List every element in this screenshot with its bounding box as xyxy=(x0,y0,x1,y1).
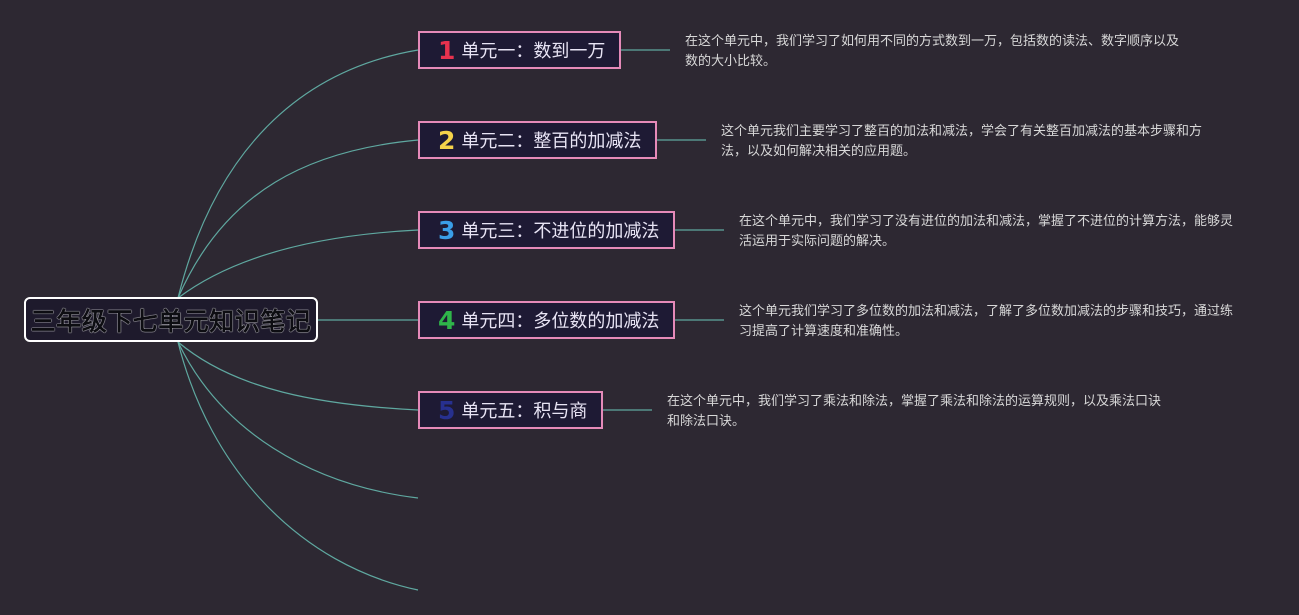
branch-line-7 xyxy=(177,341,419,591)
branch-line-1 xyxy=(177,49,419,299)
unit-node-1[interactable]: 1 单元一：数到一万 xyxy=(418,31,621,69)
unit-note-2: 这个单元我们主要学习了整百的加法和减法，学会了有关整百加减法的基本步骤和方法，以… xyxy=(721,124,1203,159)
number-badge-2: 2 xyxy=(438,125,456,155)
unit-label: 单元三：不进位的加减法 xyxy=(461,221,660,242)
unit-node-2[interactable]: 2 单元二：整百的加减法 xyxy=(418,121,657,159)
unit-label: 单元二：整百的加减法 xyxy=(461,131,642,152)
number-badge-5: 5 xyxy=(438,395,456,425)
unit-label: 单元五：积与商 xyxy=(461,401,588,422)
unit-note-5: 在这个单元中，我们学习了乘法和除法，掌握了乘法和除法的运算规则，以及乘法口诀和除… xyxy=(667,394,1162,429)
number-badge-1: 1 xyxy=(438,35,456,65)
unit-node-3[interactable]: 3 单元三：不进位的加减法 xyxy=(418,211,675,249)
unit-note-4: 这个单元我们学习了多位数的加法和减法，了解了多位数加减法的步骤和技巧，通过练习提… xyxy=(739,304,1234,339)
unit-note-1: 在这个单元中，我们学习了如何用不同的方式数到一万，包括数的读法、数字顺序以及数的… xyxy=(685,34,1180,69)
branch-line-2 xyxy=(177,139,419,299)
branch-line-6 xyxy=(177,341,419,499)
unit-label: 单元一：数到一万 xyxy=(461,41,606,62)
unit-node-4[interactable]: 4 单元四：多位数的加减法 xyxy=(418,301,675,339)
unit-note-3: 在这个单元中，我们学习了没有进位的加法和减法，掌握了不进位的计算方法，能够灵活运… xyxy=(739,214,1234,249)
branch-line-5 xyxy=(177,341,419,411)
unit-label: 单元四：多位数的加减法 xyxy=(461,311,660,332)
root-topic[interactable]: 三年级下七单元知识笔记 xyxy=(24,297,318,342)
number-badge-4: 4 xyxy=(438,305,456,335)
unit-node-5[interactable]: 5 单元五：积与商 xyxy=(418,391,603,429)
branch-line-3 xyxy=(177,229,419,299)
number-badge-3: 3 xyxy=(438,215,456,245)
